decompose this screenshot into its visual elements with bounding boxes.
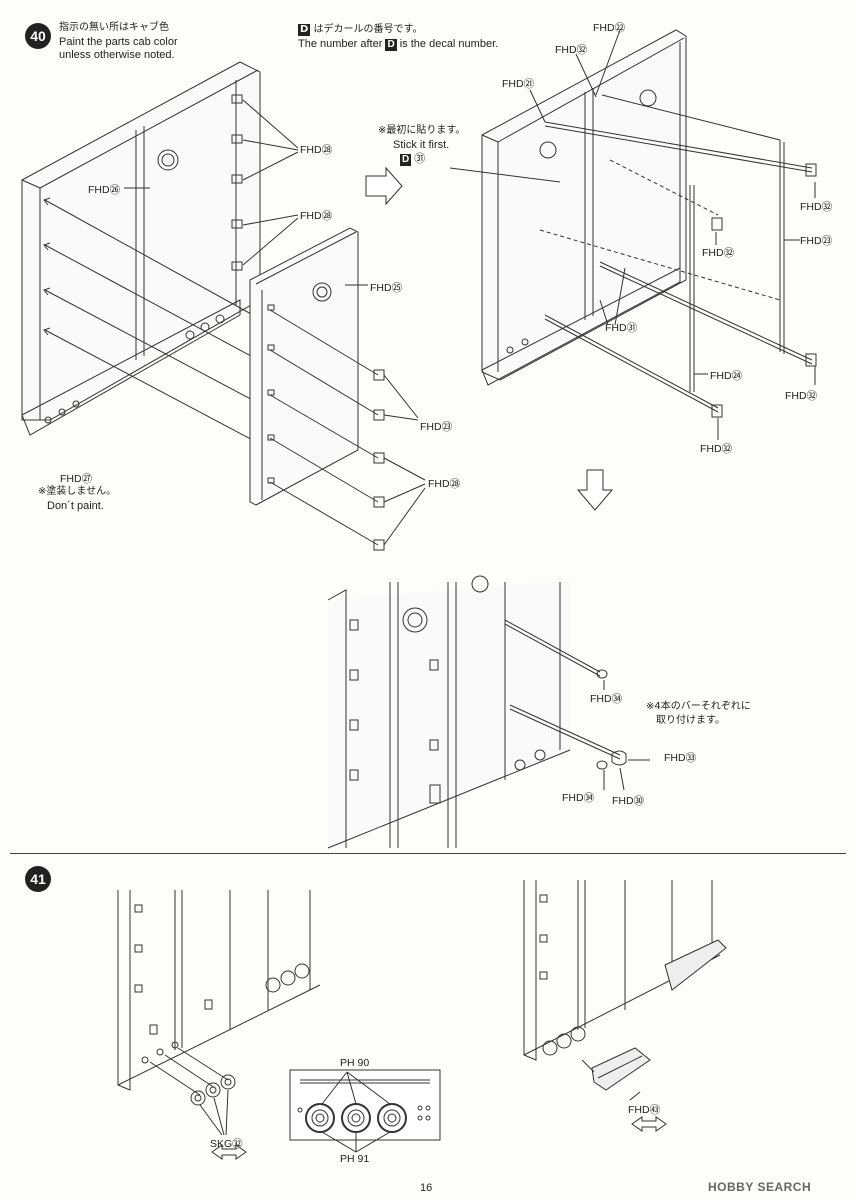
section-divider: [10, 853, 846, 854]
stick-first-en: Stick it first.: [393, 139, 450, 151]
stick-first-decal-number: ㉛: [414, 153, 426, 165]
step-number-badge: 40: [25, 23, 51, 49]
rear-frame-diagram: [21, 61, 263, 446]
dont-paint-en: Don´t paint.: [47, 500, 104, 512]
page-number: 16: [420, 1182, 433, 1194]
part-label-fhd32-top: FHD㉜: [555, 44, 588, 56]
part-label-fhd33: FHD㉝: [664, 752, 697, 764]
decal-mark: D: [298, 24, 311, 36]
part-label-fhd32-right-upper: FHD㉜: [800, 201, 833, 213]
part-label-fhd28-upper: FHD㉘: [300, 144, 333, 156]
part-label-fhd32-right-lower: FHD㉜: [785, 390, 818, 402]
decal-note-jp: D はデカールの番号です。: [298, 23, 423, 37]
watermark-logo: HOBBY SEARCH: [708, 1180, 812, 1194]
part-label-fhd28-middle: FHD㉘: [300, 210, 333, 222]
stick-first-jp: ※最初に貼ります。: [378, 125, 466, 136]
paint-note-en-line2: unless otherwise noted.: [59, 49, 175, 61]
next-arrow-right: [365, 166, 403, 206]
bars-note-jp-line2: 取り付けます。: [656, 715, 725, 726]
part-label-fhd34-upper: FHD㉞: [590, 693, 623, 705]
part-label-fhd23-right: FHD㉓: [800, 235, 833, 247]
decal-note-jp-text: はデカールの番号です。: [313, 24, 423, 35]
part-label-ph90: PH 90: [340, 1057, 370, 1069]
part-label-fhd34-lower: FHD㉞: [562, 792, 595, 804]
part-label-fhd28-lower: FHD㉘: [428, 478, 461, 490]
part-label-fhd24: FHD㉔: [710, 370, 743, 382]
bars-diagram: [449, 29, 817, 440]
part-label-fhd30: FHD㉚: [612, 795, 645, 807]
part-label-fhd31: FHD㉛: [605, 322, 638, 334]
part-label-fhd21: FHD㉑: [502, 78, 535, 90]
part-label-fhd32-bottom: FHD㉜: [700, 443, 733, 455]
right-door-diagram: [124, 99, 426, 551]
next-arrow-down: [576, 469, 614, 511]
step-number-badge-41: 41: [25, 866, 51, 892]
part-label-fhd43: FHD㊸: [628, 1104, 661, 1116]
bumper-step-diagram: [117, 880, 727, 1160]
paint-note-en-line1: Paint the parts cab color: [59, 36, 178, 48]
part-label-fhd26: FHD㉖: [88, 184, 121, 196]
decal-note-en-pre: The number after: [298, 38, 383, 50]
part-label-fhd25: FHD㉕: [370, 282, 403, 294]
part-label-fhd32-mid: FHD㉜: [702, 247, 735, 259]
closeup-diagram: [327, 575, 650, 849]
bars-note-jp-line1: ※4本のバーそれぞれに: [646, 701, 751, 712]
stick-first-decal: D ㉛: [400, 152, 425, 166]
dont-paint-jp: ※塗装しません。: [38, 486, 117, 497]
part-label-fhd22: FHD㉒: [593, 22, 626, 34]
decal-note-en-post: is the decal number.: [399, 38, 499, 50]
part-label-fhd27: FHD㉗: [60, 473, 93, 485]
part-label-ph91: PH 91: [340, 1153, 370, 1165]
part-label-fhd23-left: FHD㉓: [420, 421, 453, 433]
part-label-skg62: SKG㉜: [210, 1138, 243, 1150]
paint-note-jp: 指示の無い所はキャブ色: [59, 22, 169, 33]
decal-note-en: The number after D is the decal number.: [298, 37, 498, 51]
decal-mark-stick: D: [400, 154, 412, 166]
decal-mark-inline: D: [385, 39, 397, 51]
